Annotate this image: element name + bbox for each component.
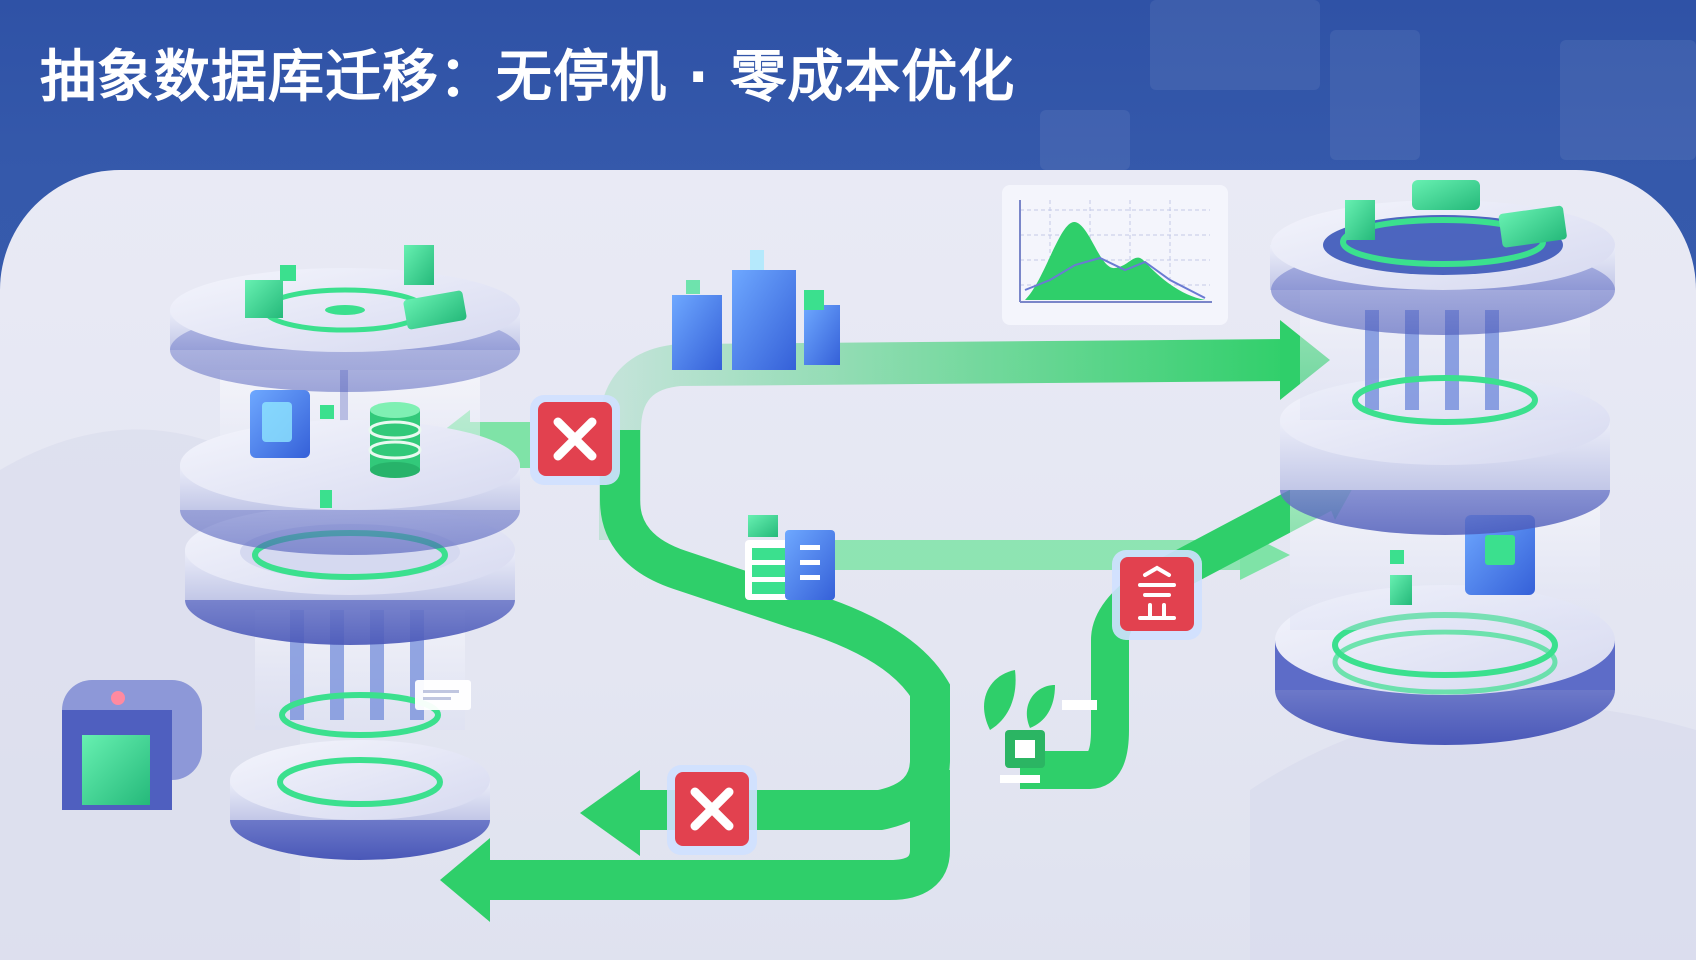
blocked-x-icon bbox=[667, 765, 757, 855]
header-decoration bbox=[1040, 110, 1130, 170]
migration-hub-icon bbox=[745, 515, 835, 600]
target-database-stack-icon bbox=[1270, 180, 1615, 745]
source-database-stack-icon bbox=[170, 245, 520, 860]
eco-leaf-chip-icon bbox=[984, 670, 1097, 783]
header-decoration bbox=[1330, 30, 1420, 160]
header-decoration bbox=[1150, 0, 1320, 90]
arrow-head-middle-left bbox=[580, 770, 640, 856]
server-cluster-icon bbox=[672, 250, 840, 370]
slide-title: 抽象数据库迁移：无停机 · 零成本优化 bbox=[40, 45, 1016, 110]
illustration-panel bbox=[0, 170, 1696, 960]
blocked-x-icon bbox=[530, 395, 620, 485]
arrow-head-bottom-left bbox=[440, 838, 490, 922]
migration-illustration bbox=[0, 180, 1696, 960]
performance-chart-icon bbox=[1002, 185, 1228, 325]
side-server-icon bbox=[62, 680, 202, 810]
cost-warning-icon bbox=[1112, 550, 1202, 640]
header-decoration bbox=[1560, 40, 1696, 160]
